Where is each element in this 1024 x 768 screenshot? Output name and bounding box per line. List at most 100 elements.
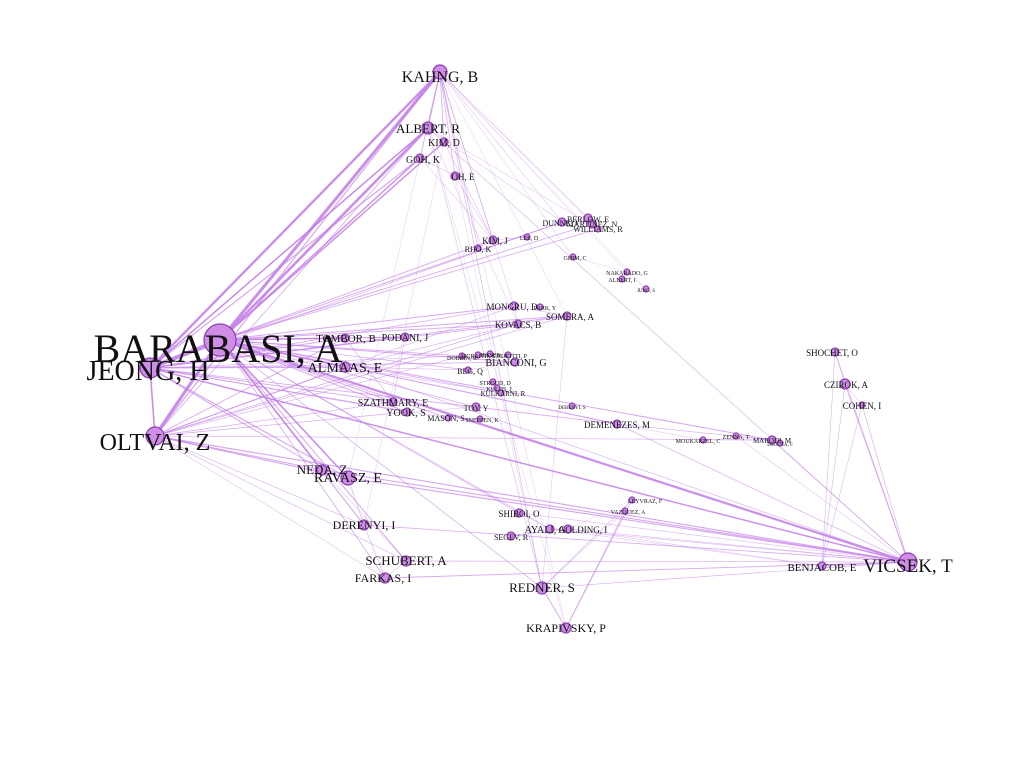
node-jessen[interactable] — [486, 350, 494, 358]
node-park[interactable] — [536, 303, 544, 311]
edge-barabasi-martinez — [219, 223, 593, 341]
node-almaas[interactable] — [339, 361, 351, 373]
node-ayali[interactable] — [545, 524, 555, 534]
edge-jeong-goh — [149, 157, 421, 369]
node-schubert[interactable] — [400, 555, 412, 567]
node-lee[interactable] — [523, 233, 531, 241]
node-benjacob[interactable] — [817, 561, 827, 571]
node-oh[interactable] — [450, 171, 460, 181]
node-mason[interactable] — [444, 414, 452, 422]
node-albert[interactable] — [421, 121, 435, 135]
edge-vicsek-cohen — [861, 404, 909, 563]
node-shiboi[interactable] — [514, 508, 524, 518]
node-beg[interactable] — [464, 366, 472, 374]
node-oltvai[interactable] — [145, 426, 165, 446]
edge-podani-szathmary — [392, 336, 406, 403]
edge-jeong-demenozes — [149, 367, 618, 425]
edge-bianconi-beg — [467, 361, 516, 371]
node-krapivsky[interactable] — [560, 622, 572, 634]
edge-vicsek-schubert — [405, 560, 909, 563]
node-vazquez[interactable] — [621, 507, 629, 515]
node-martinez[interactable] — [587, 219, 597, 229]
edge-oltvai-derenyi — [154, 435, 365, 526]
node-jung[interactable] — [642, 285, 650, 293]
node-leyvraz[interactable] — [628, 496, 636, 504]
node-toy[interactable] — [471, 402, 481, 412]
node-rho[interactable] — [474, 244, 482, 252]
node-golding[interactable] — [563, 524, 573, 534]
edge-kahng-goh — [419, 71, 441, 159]
edge-kahng-krapivsky — [439, 71, 567, 629]
edge-oh-kimj — [454, 175, 494, 241]
node-moukarzel[interactable] — [699, 436, 707, 444]
node-goh[interactable] — [415, 153, 425, 163]
edge-redner-kahng — [439, 71, 543, 589]
node-derenyi[interactable] — [358, 519, 370, 531]
node-segev[interactable] — [506, 531, 516, 541]
node-czirok[interactable] — [839, 378, 851, 390]
node-label-kovacs: KOVACS, B — [495, 320, 541, 330]
edge-ravasz-derenyi — [347, 477, 365, 526]
node-label-marodi: MARODI, M — [753, 437, 792, 445]
node-ghim[interactable] — [569, 253, 577, 261]
node-redner[interactable] — [535, 581, 549, 595]
node-kimj[interactable] — [488, 235, 498, 245]
node-kuljis[interactable] — [493, 384, 501, 392]
edge-goh-ravasz — [347, 157, 421, 479]
node-williams[interactable] — [594, 225, 602, 233]
edge-benjacob-shochet — [821, 351, 836, 567]
node-demenozes[interactable] — [612, 419, 622, 429]
node-label-szathmary: SZATHMARY, E — [358, 398, 428, 409]
node-albertiv[interactable] — [618, 275, 626, 283]
node-dsouza[interactable] — [776, 439, 784, 447]
node-label-rho: RHO, K — [465, 245, 492, 254]
node-vicsek[interactable] — [898, 552, 918, 572]
node-label-neda: NEDA, Z — [297, 462, 348, 477]
node-sneppen[interactable] — [476, 415, 484, 423]
node-stroud[interactable] — [489, 378, 497, 386]
edge-oltvai-neda — [154, 435, 323, 471]
node-ravasz[interactable] — [340, 470, 356, 486]
node-jeong[interactable] — [139, 357, 161, 379]
node-mcraith[interactable] — [474, 351, 482, 359]
node-label-tombor: TOMBOR, B — [316, 333, 376, 345]
edge-segev-ayali — [510, 528, 551, 537]
edge-krapivsky-vazquez — [565, 510, 626, 629]
edge-jeong-ravasz — [149, 367, 349, 479]
node-marodi[interactable] — [767, 435, 777, 445]
node-kahng[interactable] — [432, 64, 448, 80]
node-kovacs[interactable] — [513, 319, 523, 329]
node-derenyi_s[interactable] — [568, 402, 576, 410]
node-neda[interactable] — [316, 464, 328, 476]
node-tombor[interactable] — [340, 333, 350, 343]
node-label-leyvraz: LEYVRAZ, F — [628, 499, 663, 505]
node-yook[interactable] — [402, 407, 412, 417]
node-mongru[interactable] — [509, 301, 519, 311]
node-label-golding: GOLDING, I — [559, 525, 608, 535]
node-shochet[interactable] — [830, 347, 840, 357]
node-label-czirok: CZIROK, A — [824, 380, 869, 390]
node-podani[interactable] — [400, 332, 410, 342]
edge-albert-dunne — [427, 127, 563, 223]
node-nakarado[interactable] — [623, 268, 631, 276]
node-dunne[interactable] — [557, 217, 567, 227]
node-farkas[interactable] — [379, 572, 391, 584]
edge-segev-golding — [510, 528, 569, 537]
node-cohen[interactable] — [858, 401, 866, 409]
node-label-oh: OH, E — [452, 172, 475, 182]
node-barabasi[interactable] — [203, 323, 237, 357]
edge-vicsek-shiboi — [518, 512, 909, 563]
node-label-moukarzel: MOUKARZEL, C — [676, 439, 721, 445]
node-kimd[interactable] — [439, 137, 449, 147]
edge-kimj-lee — [492, 236, 528, 241]
node-dobrin[interactable] — [458, 352, 466, 360]
node-crucitti[interactable] — [504, 351, 512, 359]
edge-kahng-rho — [439, 71, 479, 249]
node-szathmary[interactable] — [388, 397, 398, 407]
node-label-zenna: ZENNA, T — [723, 435, 750, 441]
node-kulkarni[interactable] — [497, 389, 505, 397]
node-somera[interactable] — [562, 311, 572, 321]
node-label-goh: GOH, K — [406, 155, 441, 166]
node-bianconi[interactable] — [510, 357, 520, 367]
node-zenna[interactable] — [732, 432, 740, 440]
